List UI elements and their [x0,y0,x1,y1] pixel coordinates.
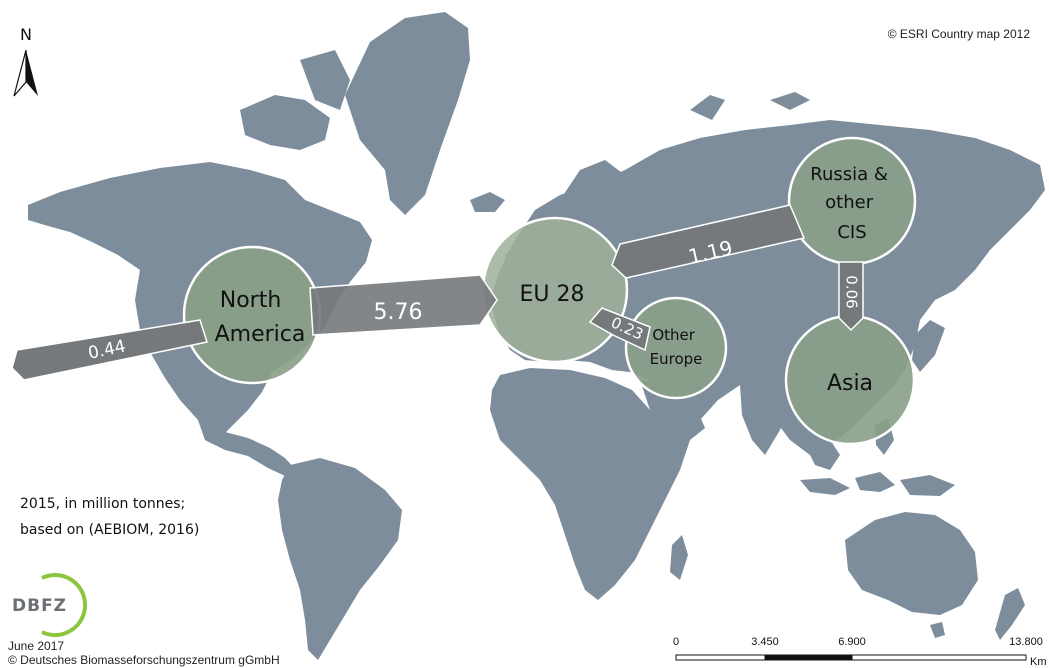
flow-arrow-other-europe-to-eu [588,307,651,352]
land-india [740,385,790,455]
scale-segment-2 [764,654,853,661]
logo-arc-icon [41,573,87,637]
land-southeast-asia [800,420,840,470]
land-arctic-islands [240,95,330,150]
flow-label-russia-to-asia: 0.06 [843,275,861,308]
flow-arrows [11,204,864,381]
region-label-north-america: North America [215,288,306,347]
flow-arrow-russia-to-asia [838,261,864,332]
land-taymyr-islands [770,92,810,110]
flow-label-na-to-eu: 5.76 [374,300,423,325]
land-baffin [300,50,350,110]
region-label-eu-28: EU 28 [520,282,585,307]
scale-bar: 0 3.450 6.900 13.800 Km [673,636,1047,668]
land-indonesia-1 [800,478,850,495]
north-label: N [20,25,32,44]
land-indonesia-2 [855,472,895,492]
footer-org: © Deutsches Biomasseforschungszentrum gG… [8,653,280,667]
copyright-text: © ESRI Country map 2012 [888,27,1031,41]
land-new-zealand [995,588,1025,640]
land-tasmania [930,622,945,638]
land-novaya-zemlya [690,95,725,120]
scale-label-0: 0 [673,636,679,648]
scale-segment-3 [851,654,1027,661]
region-label-other-europe: Other Europe [650,326,703,368]
region-north-america [182,245,322,385]
flow-arrow-na-to-west [11,319,208,381]
land-central-america [205,432,296,476]
land-africa [490,368,690,600]
land-new-guinea [900,475,955,496]
region-label-russia-cis: Russia & other CIS [810,164,893,243]
land-south-america [278,458,402,660]
flow-arrow-na-to-eu [309,274,498,336]
logo-text: DBFZ [12,596,67,616]
north-arrow-outline-icon [13,49,27,97]
scale-label-2: 6.900 [838,636,866,648]
land-japan [912,320,945,372]
dbfz-logo: DBFZ [12,573,87,637]
scale-unit: Km [1030,656,1047,668]
region-other-europe [624,296,728,400]
land-australia [845,512,978,615]
regions [182,136,917,446]
land-iceland [470,192,505,212]
north-arrow-icon [26,50,38,96]
map-note: 2015, in million tonnes; based on (AEBIO… [20,496,199,538]
region-label-asia: Asia [827,371,873,396]
scale-label-3: 13.800 [1009,636,1043,648]
land-greenland [345,12,470,215]
flow-arrow-russia-to-eu [611,204,806,279]
scale-label-1: 3.450 [751,636,779,648]
north-arrow: N [13,25,38,97]
scale-segment-1 [675,654,766,661]
footer-date: June 2017 [8,639,64,653]
land-madagascar [670,535,688,580]
